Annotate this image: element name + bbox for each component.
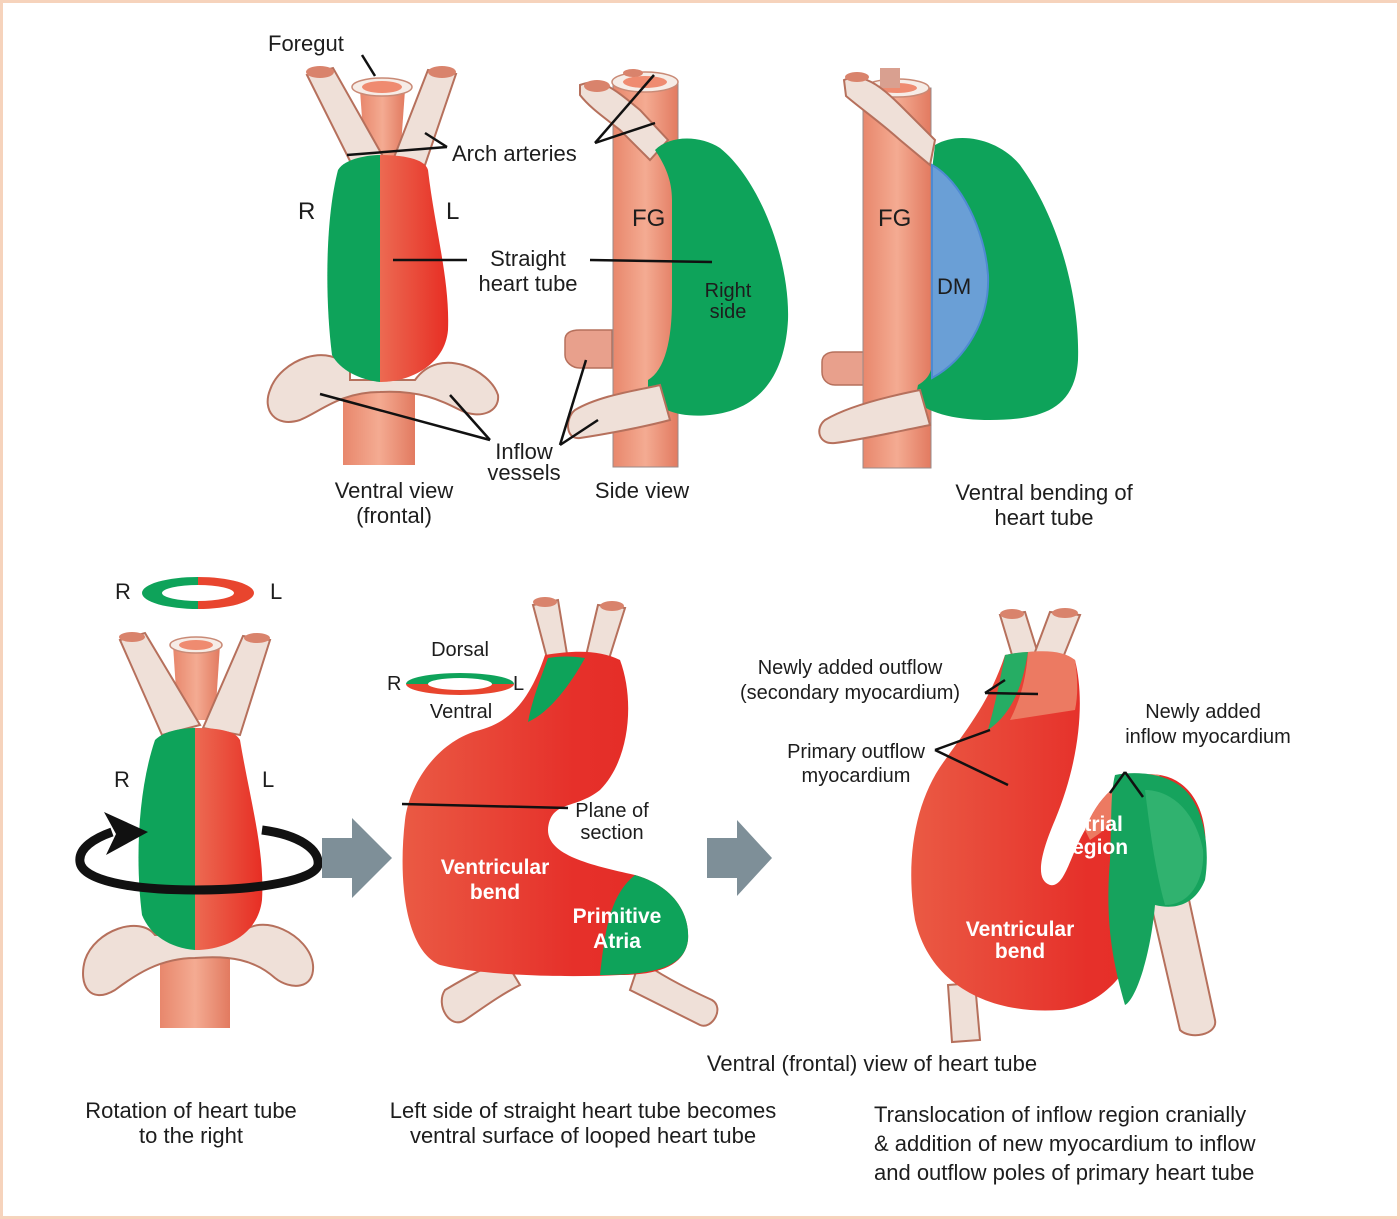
label-right: R bbox=[114, 767, 130, 792]
secondary-outflow-salmon bbox=[1010, 651, 1078, 720]
label-fg-bending: FG bbox=[878, 205, 912, 232]
label-ring-right: R bbox=[387, 673, 402, 695]
caption-ventral-bending-line1: Ventral bending of bbox=[955, 480, 1133, 505]
caption-translocation-line2: & addition of new myocardium to inflow bbox=[874, 1131, 1256, 1156]
label-right-side-line1: Right bbox=[704, 280, 752, 302]
label-dorsal: Dorsal bbox=[431, 639, 489, 661]
caption-rotation-line2: to the right bbox=[139, 1123, 243, 1148]
caption-ventral-view-line1: Ventral view bbox=[334, 478, 454, 503]
caption-rotation-line1: Rotation of heart tube bbox=[85, 1098, 297, 1123]
right-side-green bbox=[138, 728, 195, 950]
outflow-green bbox=[528, 656, 585, 722]
ventral-view-heart-tube bbox=[266, 66, 500, 465]
label-arch-arteries: Arch arteries bbox=[452, 141, 577, 166]
label-straight-heart-tube-line2: heart tube bbox=[478, 271, 578, 296]
leader-lines-top bbox=[319, 54, 713, 447]
translocated-heart-tube bbox=[911, 608, 1217, 1044]
label-right-side-line2: side bbox=[709, 301, 747, 323]
label-left: L bbox=[446, 198, 460, 225]
label-left: L bbox=[262, 767, 275, 792]
foregut-lower bbox=[160, 950, 230, 1028]
label-inflow-vessels-line1: Inflow bbox=[495, 439, 553, 464]
label-primary-outflow-line2: myocardium bbox=[801, 765, 911, 787]
label-atrial-region-line2: region bbox=[1063, 836, 1129, 859]
label-ventricular-bend-line2: bend bbox=[469, 881, 521, 904]
label-primitive-atria-line1: Primitive bbox=[572, 905, 662, 928]
primitive-atria-green bbox=[600, 875, 689, 975]
label-dm: DM bbox=[937, 274, 972, 299]
label-plane-of-section-line1: Plane of bbox=[575, 800, 649, 822]
inflow-vessel-right bbox=[1148, 893, 1217, 1037]
caption-side-view: Side view bbox=[594, 478, 690, 503]
label-newly-added-inflow-line1: Newly added bbox=[1145, 701, 1261, 723]
label-primitive-atria-line2: Atria bbox=[593, 930, 641, 953]
secondary-outflow-green bbox=[988, 652, 1028, 730]
process-arrow-icon bbox=[707, 820, 772, 896]
label-newly-added-outflow-line2: (secondary myocardium) bbox=[739, 682, 961, 704]
ventral-bending-heart-tube bbox=[818, 68, 1079, 469]
label-inflow-vessels-line2: vessels bbox=[487, 460, 561, 485]
label-primary-outflow-line1: Primary outflow bbox=[787, 741, 925, 763]
label-ventral: Ventral bbox=[429, 701, 493, 723]
label-right: R bbox=[298, 198, 316, 225]
ring-cross-section-dorsal-ventral bbox=[406, 673, 514, 695]
looped-tube-red bbox=[402, 651, 689, 977]
label-straight-heart-tube-line1: Straight bbox=[490, 246, 566, 271]
label-ventricular-bend-line1: Ventricular bbox=[440, 856, 550, 879]
looped-heart-tube bbox=[402, 597, 719, 1027]
dorsal-mesocardium bbox=[931, 163, 990, 380]
label-ventricular-bend-line1: Ventricular bbox=[965, 918, 1075, 941]
label-ring-left: L bbox=[513, 673, 525, 695]
caption-ventral-bending-line2: heart tube bbox=[994, 505, 1094, 530]
inflow-vessels bbox=[82, 923, 315, 997]
right-side-green bbox=[327, 155, 380, 382]
left-side-red bbox=[195, 728, 263, 950]
label-ring-left: L bbox=[270, 579, 283, 604]
process-arrow-icon bbox=[322, 818, 392, 898]
label-newly-added-outflow-line1: Newly added outflow bbox=[757, 657, 943, 679]
caption-looped-line1: Left side of straight heart tube becomes bbox=[389, 1098, 777, 1123]
label-foregut: Foregut bbox=[268, 31, 344, 56]
label-fg-side: FG bbox=[632, 205, 666, 232]
label-plane-of-section-line2: section bbox=[580, 822, 644, 844]
rotation-heart-tube bbox=[75, 577, 323, 1028]
caption-translocation-line3: and outflow poles of primary heart tube bbox=[874, 1160, 1255, 1185]
inflow-vessel-front bbox=[567, 383, 672, 440]
caption-looped-line2: ventral surface of looped heart tube bbox=[409, 1123, 757, 1148]
right-side-green bbox=[648, 138, 789, 416]
label-ring-right: R bbox=[115, 579, 131, 604]
left-side-red bbox=[380, 155, 449, 382]
leader-lines-bottom bbox=[401, 678, 1145, 810]
inflow-vessel-back bbox=[564, 329, 613, 369]
rotation-arrow-icon bbox=[75, 812, 323, 895]
caption-ventral-view-line2: (frontal) bbox=[356, 503, 432, 528]
label-ventral-frontal-view: Ventral (frontal) view of heart tube bbox=[706, 1051, 1038, 1076]
label-atrial-region-line1: Atrial bbox=[1069, 813, 1123, 836]
caption-translocation-line1: Translocation of inflow region cranially bbox=[874, 1102, 1247, 1127]
label-newly-added-inflow-line2: inflow myocardium bbox=[1125, 726, 1291, 748]
label-ventricular-bend-line2: bend bbox=[994, 940, 1046, 963]
side-view-heart-tube bbox=[564, 69, 789, 468]
ring-cross-section-rl bbox=[142, 577, 254, 609]
inflow-vessel-back bbox=[821, 351, 866, 386]
inflow-vessel-front bbox=[818, 388, 932, 445]
inflow-vessel-right bbox=[628, 958, 719, 1027]
